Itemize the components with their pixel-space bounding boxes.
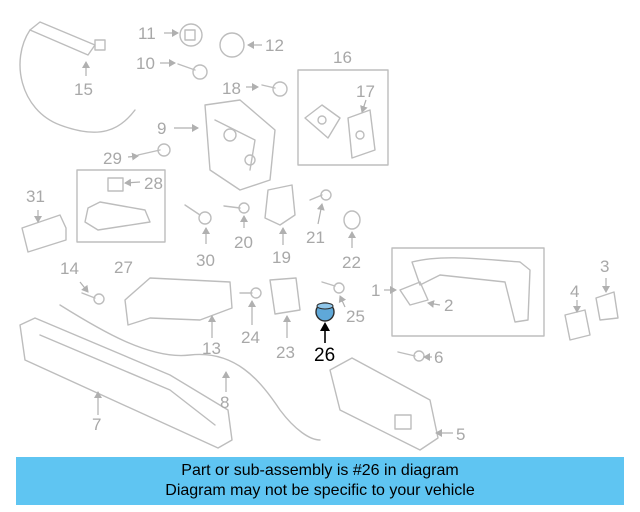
callout-14: 14 (60, 259, 79, 278)
part-10-bolt (177, 63, 208, 80)
part-18-bolt (261, 81, 288, 97)
part-12-seal (219, 32, 245, 58)
callout-13: 13 (202, 339, 221, 358)
banner-line-1: Part or sub-assembly is #26 in diagram (181, 462, 459, 479)
callout-2: 2 (444, 296, 453, 315)
part-15-cable (19, 21, 136, 133)
part-9-latch (204, 99, 276, 191)
callout-1: 1 (371, 281, 380, 300)
callout-15: 15 (74, 80, 93, 99)
callout-26: 26 (314, 345, 335, 366)
callout-3: 3 (600, 257, 609, 276)
part-1-handle-box (391, 247, 545, 337)
part-11-plug (179, 23, 203, 47)
callout-23: 23 (276, 343, 295, 362)
callout-25: 25 (346, 307, 365, 326)
part-29-bolt (137, 143, 171, 157)
part-13-bracket (124, 277, 233, 326)
callout-12: 12 (265, 36, 284, 55)
callout-31: 31 (26, 187, 45, 206)
part-14-bolt (81, 292, 105, 305)
leader-lines (34, 29, 610, 437)
callout-8: 8 (220, 393, 229, 412)
info-banner: Part or sub-assembly is #26 in diagram D… (16, 457, 624, 505)
banner-line-2: Diagram may not be specific to your vehi… (165, 482, 475, 499)
part-19-bracket (264, 184, 296, 226)
part-23-bracket (269, 277, 301, 315)
part-26-bushing (315, 302, 335, 322)
callout-11: 11 (138, 24, 156, 43)
callout-21: 21 (306, 228, 325, 247)
callout-22: 22 (342, 253, 361, 272)
part-30-bolt (184, 204, 212, 225)
callout-19: 19 (272, 248, 291, 267)
part-4-gasket (564, 309, 591, 341)
parts-diagram: 1 2 3 4 5 6 7 8 9 10 11 12 13 14 15 16 1… (19, 21, 619, 451)
callout-28: 28 (144, 174, 163, 193)
part-25-bolt (321, 281, 345, 294)
callout-4: 4 (570, 282, 579, 301)
part-21-bolt (309, 189, 332, 201)
callout-30: 30 (196, 251, 215, 270)
callout-24: 24 (241, 328, 260, 347)
callout-6: 6 (434, 348, 443, 367)
callout-16: 16 (333, 48, 352, 67)
callout-18: 18 (222, 79, 241, 98)
part-7-trim (19, 317, 233, 449)
callout-17: 17 (356, 82, 375, 101)
callout-20: 20 (234, 233, 253, 252)
callout-9: 9 (157, 119, 166, 138)
part-24-bolt (239, 287, 262, 299)
callout-27: 27 (114, 258, 133, 277)
callout-5: 5 (456, 425, 465, 444)
part-16-box (297, 69, 389, 166)
part-27-box (76, 169, 166, 243)
callout-29: 29 (103, 149, 122, 168)
part-8-cable (59, 304, 321, 441)
callout-10: 10 (136, 54, 155, 73)
part-31-bracket (21, 214, 67, 253)
part-20-bolt (223, 202, 250, 214)
part-5-frame (329, 357, 439, 451)
part-22-bumper (343, 210, 361, 230)
callout-7: 7 (92, 415, 101, 434)
part-6-bolt (397, 350, 425, 362)
part-3-cap (595, 291, 619, 321)
